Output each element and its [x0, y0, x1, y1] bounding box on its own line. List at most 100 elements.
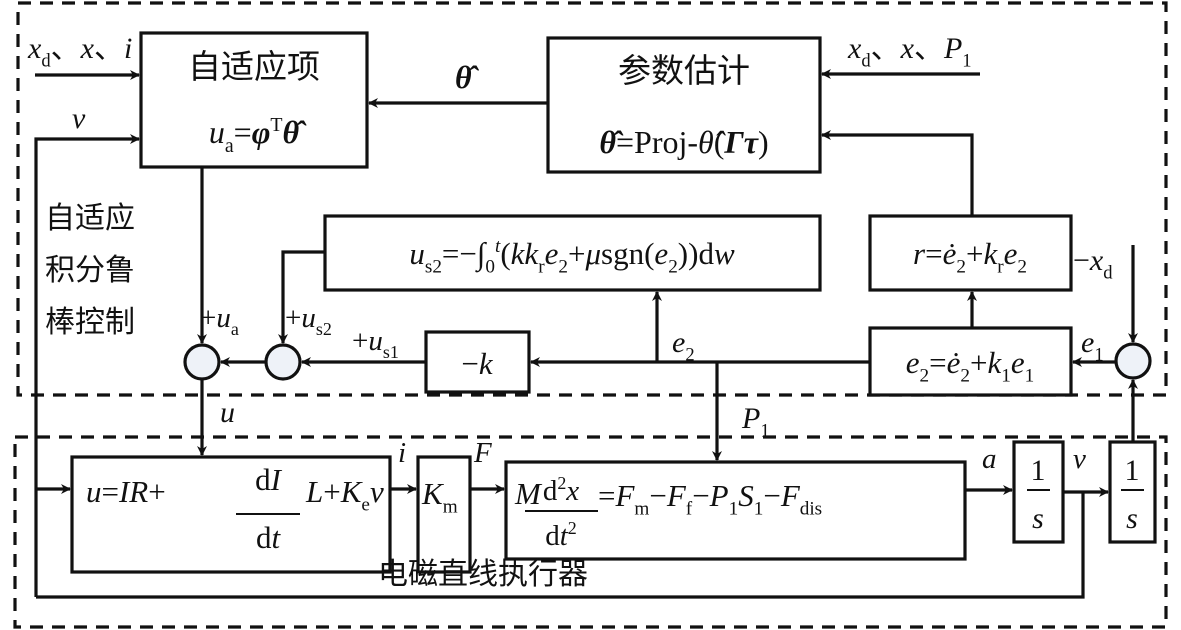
formula-part: 1: [1001, 366, 1011, 387]
formula-part: v: [1073, 443, 1086, 475]
formula-part: k: [983, 236, 998, 271]
i-label: i: [398, 437, 406, 469]
formula-part: s1: [383, 342, 399, 362]
adaptive-term-block: [139, 31, 369, 169]
formula-part: e: [361, 495, 370, 516]
formula-part: e: [654, 236, 668, 271]
formula-part: +: [352, 325, 368, 357]
formula-part: d: [256, 520, 272, 555]
integrator-1-num: 1: [1031, 454, 1046, 487]
formula-part: x: [565, 475, 579, 507]
formula-part: (: [714, 124, 725, 160]
formula-part: P: [943, 32, 962, 65]
formula-part: ): [758, 124, 769, 160]
formula-part: m: [443, 497, 458, 518]
formula-part: +: [285, 302, 301, 334]
formula-part: 2: [568, 518, 577, 538]
formula-part: d: [255, 462, 271, 497]
gain-k-block: [424, 330, 531, 394]
formula-part: 1: [754, 499, 764, 520]
formula-part: r: [913, 236, 926, 271]
controller-name-line2: 积分鲁: [45, 253, 135, 288]
actuator-name: 电磁直线执行器: [378, 557, 588, 592]
formula-part: 2: [557, 473, 566, 493]
formula-part: Γτ: [723, 124, 759, 160]
formula-part: F: [666, 478, 687, 513]
u-label: u: [220, 396, 235, 429]
formula-part: φ: [252, 114, 271, 150]
formula-part: r: [997, 257, 1004, 278]
formula-part: 2: [685, 344, 694, 365]
v-label: v: [1073, 443, 1086, 475]
formula-part: IR: [118, 474, 148, 509]
formula-part: L: [305, 474, 323, 509]
formula-part: x: [847, 32, 862, 65]
formula-part: +: [966, 236, 983, 271]
estimator-inputs-label: xd、x、P1: [847, 32, 972, 71]
e2-label: e2: [672, 326, 695, 365]
parameter-estimation-block: [546, 36, 822, 174]
formula-part: +: [568, 236, 585, 271]
dyn-frac-num: d2x: [543, 473, 579, 507]
formula-part: θ̂: [455, 59, 480, 95]
formula-part: u: [368, 325, 383, 357]
formula-part: i: [124, 32, 132, 65]
formula-part: u: [409, 236, 425, 271]
formula-part: 、: [871, 32, 901, 65]
formula-part: x: [80, 32, 95, 65]
voltage-formula-left: u=IR+: [86, 474, 166, 509]
formula-part: k: [479, 346, 494, 381]
F-label: F: [473, 437, 492, 469]
neg-xd-label: −xd: [1073, 244, 1113, 283]
formula-part: 2: [668, 257, 678, 278]
dyn-right: =Fm−Ff−P1S1−Fdis: [598, 478, 822, 520]
formula-part: 、: [914, 32, 944, 65]
formula-part: u: [86, 474, 102, 509]
formula-part: =Proj-: [616, 124, 698, 160]
formula-part: a: [231, 319, 239, 339]
formula-part: K: [421, 476, 445, 511]
formula-part: e: [545, 236, 559, 271]
formula-part: x: [900, 32, 915, 65]
formula-part: (: [500, 236, 510, 271]
formula-part: k: [987, 345, 1002, 380]
formula-part: e: [672, 326, 685, 359]
integrator-1-den: s: [1032, 502, 1044, 535]
formula-part: x: [27, 32, 42, 65]
formula-part: t: [271, 520, 281, 555]
formula-part: +: [970, 345, 987, 380]
adaptive-term-formula: ua=φTθ̂: [209, 114, 307, 157]
r-filter-block: [868, 214, 1073, 292]
dyn-frac-den: dt2: [545, 518, 577, 552]
formula-part: x: [1089, 244, 1104, 277]
voltage-formula-right: L+Kev: [305, 474, 384, 516]
sum-junction-e1: [1114, 342, 1152, 380]
controller-name-line1: 自适应: [45, 201, 135, 236]
formula-part: i: [398, 437, 406, 469]
adaptive-term-title: 自适应项: [188, 47, 320, 86]
us2-formula: us2=−∫0t(kkre2+μsgn(e2))dw: [409, 236, 735, 278]
formula-part: 1: [729, 499, 739, 520]
formula-part: m: [634, 499, 649, 520]
formula-part: f: [686, 499, 693, 520]
formula-part: −: [763, 478, 780, 513]
plus-us1-label: +us1: [352, 325, 399, 362]
force-constant-block: [416, 455, 472, 574]
formula-part: u: [209, 114, 225, 150]
formula-part: u: [301, 302, 316, 334]
controller-name-line3: 棒控制: [45, 305, 135, 340]
formula-part: u: [220, 396, 235, 429]
formula-part: d: [861, 50, 871, 71]
formula-part: sgn(: [601, 236, 654, 271]
formula-part: s2: [316, 319, 332, 339]
formula-part: d: [41, 50, 51, 71]
formula-part: T: [270, 114, 282, 136]
formula-part: =: [234, 114, 252, 150]
e1-label: e1: [1081, 326, 1104, 365]
fraction-bars: [236, 510, 598, 515]
formula-part: =−∫: [442, 236, 488, 273]
formula-part: a: [225, 135, 234, 157]
formula-part: −: [461, 346, 478, 381]
us2-integral-block: [323, 214, 822, 292]
